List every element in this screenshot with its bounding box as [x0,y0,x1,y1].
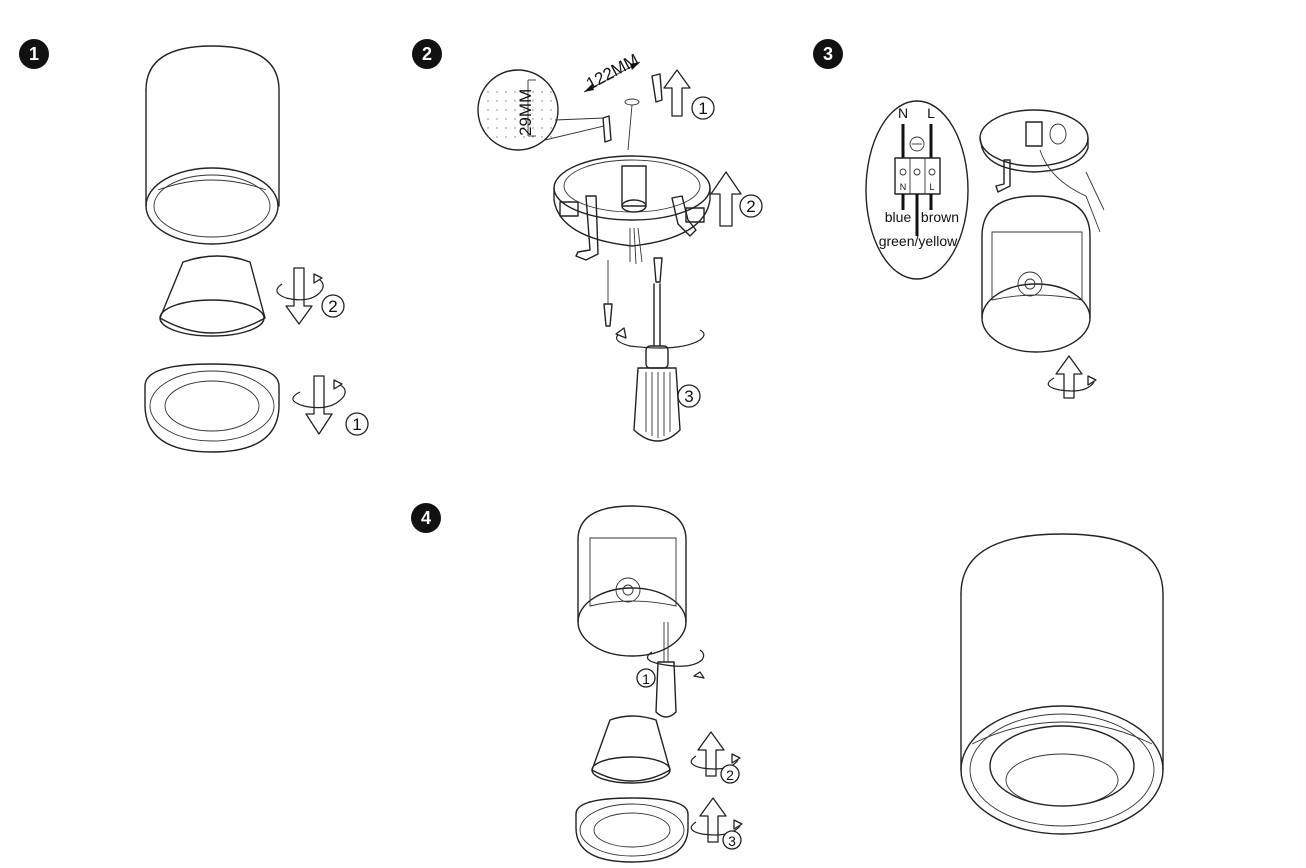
rotate-down-arrow-1 [292,375,346,435]
detail-zoom-bubble: 29MM [477,69,605,151]
callout-4-3-label: 3 [728,833,736,849]
step-3-panel: 3 N L N L blue brown green/yellow [813,39,1105,399]
lamp-housing-mounted [981,195,1091,353]
up-arrow-2 [710,171,742,227]
up-rotate-arrow-2 [690,731,741,777]
callout-1-1: 1 [345,412,369,436]
terminal-label-n: N [898,105,908,121]
callout-2-2: 2 [739,194,763,218]
step-2-panel: 2 29MM 122MM [412,39,763,442]
wall-plugs [602,73,663,151]
trim-ring [144,363,280,453]
step-1-panel: 1 2 [19,39,369,453]
callout-2-3: 3 [677,384,701,408]
callout-4-2: 2 [720,764,740,784]
callout-2-3-label: 3 [684,387,693,406]
terminal-label-l: L [927,105,935,121]
screwdriver [615,283,705,442]
callout-4-3: 3 [722,830,742,850]
callout-2-2-label: 2 [746,197,755,216]
step-badge-3: 3 [813,39,843,69]
dimension-122mm-line: 122MM [583,50,642,93]
rotate-up-arrow [1047,355,1097,399]
lamp-housing-open [577,505,687,657]
reflector-cone [159,255,266,337]
wire-label-brown: brown [921,209,959,225]
callout-4-1: 1 [636,668,656,688]
mounting-screws [603,257,663,327]
dimension-29mm: 29MM [516,89,535,136]
rotate-down-arrow-2 [276,267,324,325]
callout-2-1-label: 1 [698,99,707,118]
step-badge-3-label: 3 [823,44,833,64]
wire-label-blue: blue [885,209,912,225]
lamp-housing [145,45,280,245]
mounting-plate [553,155,711,265]
step-badge-1: 1 [19,39,49,69]
step-badge-1-label: 1 [29,44,39,64]
callout-4-1-label: 1 [642,671,650,687]
wire-label-green-yellow: green/yellow [879,233,958,249]
reflector-cone-small [591,715,671,784]
step-badge-4-label: 4 [421,508,431,528]
step-badge-2-label: 2 [422,44,432,64]
wiring-detail-oval: N L N L blue brown green/yellow [865,100,969,280]
block-mark-l: L [929,182,934,192]
step-4-panel: 4 1 [411,503,743,863]
dimension-122mm: 122MM [583,50,642,93]
assembled-lamp [960,533,1164,835]
up-arrow-1 [663,69,691,117]
ceiling-base [979,109,1105,233]
callout-1-1-label: 1 [352,415,361,434]
step-badge-2: 2 [412,39,442,69]
callout-1-2: 2 [321,294,345,318]
up-rotate-arrow-3 [690,797,743,843]
callout-2-1: 1 [691,96,715,120]
block-mark-n: N [900,182,907,192]
screwdriver-small [646,622,705,718]
callout-1-2-label: 2 [328,297,337,316]
trim-ring-small [575,797,689,863]
step-badge-4: 4 [411,503,441,533]
callout-4-2-label: 2 [726,767,734,783]
